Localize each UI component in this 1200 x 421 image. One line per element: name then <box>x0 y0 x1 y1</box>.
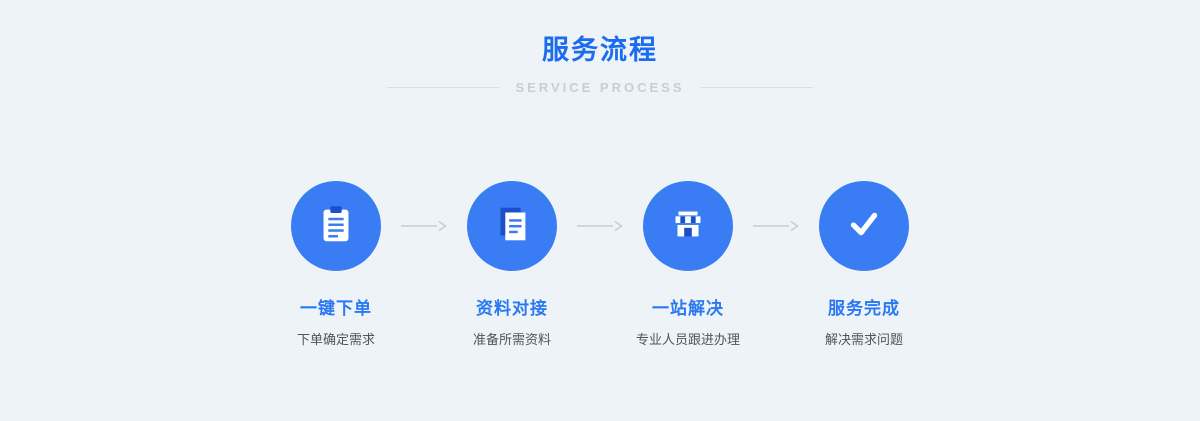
step-title: 资料对接 <box>476 299 548 318</box>
step-description: 下单确定需求 <box>296 332 375 347</box>
step-circle <box>819 181 909 271</box>
step-circle <box>467 181 557 271</box>
divider-line-right <box>700 87 813 88</box>
arrow-right-icon <box>753 220 799 232</box>
step-material-handover: 资料对接 准备所需资料 <box>447 181 577 348</box>
step-title: 服务完成 <box>828 299 900 318</box>
storefront-icon <box>665 201 711 252</box>
step-description: 准备所需资料 <box>472 332 551 347</box>
step-circle <box>643 181 733 271</box>
arrow-right-icon <box>577 220 623 232</box>
documents-icon <box>489 201 535 252</box>
section-subtitle: SERVICE PROCESS <box>515 80 685 95</box>
step-one-click-order: 一键下单 下单确定需求 <box>271 181 401 348</box>
page-title: 服务流程 <box>542 35 658 65</box>
step-circle <box>291 181 381 271</box>
checkmark-icon <box>841 201 887 252</box>
step-title: 一站解决 <box>652 299 724 318</box>
step-service-complete: 服务完成 解决需求问题 <box>799 181 929 348</box>
subtitle-row: SERVICE PROCESS <box>0 80 1200 95</box>
step-title: 一键下单 <box>300 299 372 318</box>
section-header: 服务流程 SERVICE PROCESS <box>0 0 1200 95</box>
arrow-right-icon <box>401 220 447 232</box>
step-one-stop-solution: 一站解决 专业人员跟进办理 <box>623 181 753 348</box>
step-description: 专业人员跟进办理 <box>635 332 740 347</box>
process-steps: 一键下单 下单确定需求 资料对 <box>0 181 1200 348</box>
step-description: 解决需求问题 <box>824 332 903 347</box>
clipboard-order-icon <box>313 201 359 252</box>
divider-line-left <box>387 87 500 88</box>
